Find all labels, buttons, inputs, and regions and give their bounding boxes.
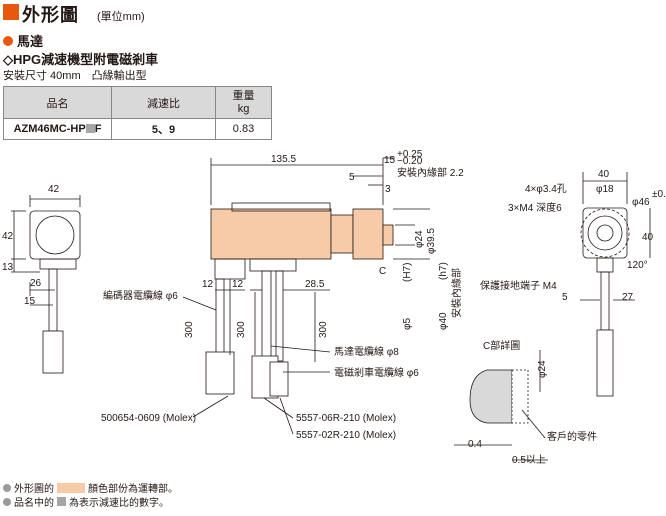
dim-15: 15 bbox=[24, 296, 36, 307]
dim-inner: 安裝內緣部 bbox=[450, 268, 463, 318]
dim-d46: φ46 bbox=[632, 197, 650, 208]
tol-d46: ±0.3 bbox=[652, 189, 666, 200]
customer-part bbox=[511, 369, 529, 424]
detail-title: C部詳圖 bbox=[483, 339, 520, 352]
flange-label: 安裝內緣部 2.2 bbox=[397, 166, 464, 179]
bolt-circle bbox=[580, 208, 630, 258]
brake-connector bbox=[269, 361, 289, 397]
footnote-bullet-icon bbox=[3, 483, 11, 492]
dim-h7b-dia: φ40 bbox=[438, 312, 449, 330]
connector-3-label: 5557-02R-210 (Molex) bbox=[296, 430, 396, 441]
dim-3: 3 bbox=[385, 184, 391, 195]
dim-135-5: 135.5 bbox=[271, 154, 296, 165]
motor-body bbox=[210, 208, 332, 260]
label-C: C bbox=[379, 266, 386, 277]
dim-5: 5 bbox=[349, 172, 355, 183]
section-name: 馬達 bbox=[17, 34, 44, 49]
dim-detail-d24: φ24 bbox=[537, 360, 548, 378]
mount-spec: 安裝尺寸 40mm 凸緣輸出型 bbox=[3, 70, 147, 82]
dim-h7-label: (H7) bbox=[402, 263, 413, 282]
dim-d18: φ18 bbox=[596, 184, 614, 195]
holes-label: 4×φ3.4孔 bbox=[525, 183, 567, 195]
ratio-placeholder-icon bbox=[85, 124, 95, 133]
tol-15-upper: +0.25 bbox=[397, 149, 423, 160]
customer-part-label: 客戶的零件 bbox=[547, 430, 597, 443]
connector-2-label: 5557-06R-210 (Molex) bbox=[296, 413, 396, 424]
section-subtitle: ◇HPG減速機型附電磁剎車 bbox=[3, 52, 159, 67]
dim-d39-5: φ39.5 bbox=[426, 228, 437, 254]
ground-terminal-label: 保護接地端子 M4 bbox=[480, 279, 557, 292]
dim-12a: 12 bbox=[202, 279, 214, 290]
ratio-cell: 5、9 bbox=[111, 118, 216, 140]
dim-28-5: 28.5 bbox=[305, 279, 325, 290]
dim-0-4: 0.4 bbox=[468, 439, 482, 450]
page-title: 外形圖 bbox=[22, 5, 79, 25]
connector-1-label: 500654-0609 (Molex) bbox=[101, 413, 196, 424]
cable-box-2 bbox=[249, 258, 297, 272]
tapped-holes-label: 3×M4 深度6 bbox=[508, 201, 562, 214]
front-bottom bbox=[39, 258, 77, 270]
dim-300c: 300 bbox=[318, 321, 329, 338]
motor-cable-label: 馬達電纜線 φ8 bbox=[334, 345, 399, 358]
dim-h7-shaft: φ5 bbox=[402, 318, 413, 330]
dim-40-width: 40 bbox=[598, 169, 610, 180]
ratio-square-icon bbox=[57, 497, 66, 506]
dim-15-top: 15 bbox=[384, 155, 396, 166]
front-flange-circle bbox=[35, 215, 75, 255]
motor-top bbox=[231, 202, 331, 212]
dim-300a: 300 bbox=[184, 321, 195, 338]
title-marker bbox=[3, 4, 19, 20]
dim-300b: 300 bbox=[236, 321, 247, 338]
dim-d24: φ24 bbox=[414, 230, 425, 248]
dim-13: 13 bbox=[2, 262, 14, 273]
dim-42-height: 42 bbox=[2, 231, 14, 242]
dim-27: 27 bbox=[622, 292, 634, 303]
footnote-1: 外形圖的 顏色部份為運轉部。 bbox=[3, 480, 178, 495]
dim-120-deg: 120° bbox=[627, 260, 648, 271]
dim-40-height: 40 bbox=[642, 232, 654, 243]
enc-connector bbox=[205, 351, 235, 395]
brake-cable-label: 電磁剎車電纜線 φ6 bbox=[334, 366, 419, 379]
dim-5-right: 5 bbox=[562, 292, 568, 303]
tol-15-lower: −0.20 bbox=[397, 156, 423, 167]
dim-h7b-label: (h7) bbox=[438, 262, 449, 280]
bullet-icon bbox=[3, 35, 13, 46]
encoder-cable-label: 編碼器電纜線 φ6 bbox=[103, 289, 178, 302]
footnote-bullet-icon bbox=[3, 497, 11, 506]
dim-12b: 12 bbox=[232, 279, 244, 290]
brake-cable bbox=[275, 270, 284, 362]
footnote-2: 品名中的 為表示減速比的數字。 bbox=[3, 494, 169, 509]
color-swatch-icon bbox=[57, 482, 85, 493]
col-weight: 重量 kg bbox=[215, 86, 272, 119]
dim-26: 26 bbox=[30, 278, 42, 289]
weight-cell: 0.83 bbox=[215, 118, 272, 140]
front-connector bbox=[42, 330, 64, 374]
output-flange bbox=[352, 208, 384, 260]
flange-circle bbox=[587, 215, 623, 251]
detail-part bbox=[469, 369, 513, 424]
flange-connector bbox=[596, 329, 614, 397]
unit-label: (單位mm) bbox=[97, 11, 145, 23]
section-heading: 馬達 bbox=[3, 31, 43, 50]
output-shaft bbox=[382, 224, 394, 246]
dim-0-5: 0.5以上 bbox=[512, 454, 546, 466]
dim-42-width: 42 bbox=[48, 184, 60, 195]
shaft-circle bbox=[596, 224, 614, 242]
